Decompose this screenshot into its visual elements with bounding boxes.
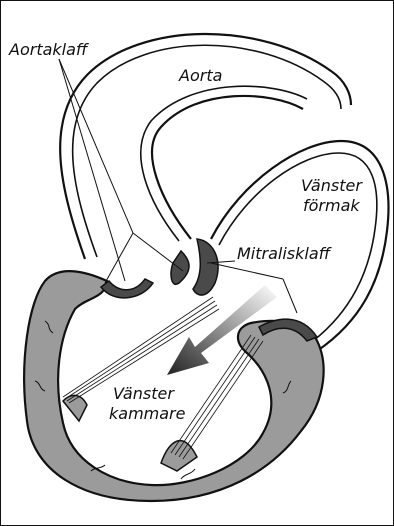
label-vanster-kammare-line1: Vänster xyxy=(113,385,174,403)
papillary-muscle-bottom xyxy=(161,441,197,471)
label-vanster-formak-line2: förmak xyxy=(303,197,360,215)
label-vanster-formak-line1: Vänster xyxy=(301,177,362,195)
aortic-valve-cusp-left xyxy=(101,279,153,298)
aorta-inner-wall xyxy=(152,96,303,239)
label-mitralisklaff: Mitralisklaff xyxy=(237,245,330,263)
label-aortaklaff: Aortaklaff xyxy=(9,41,87,59)
label-vanster-kammare-line2: kammare xyxy=(109,405,185,423)
aortic-valve-wall xyxy=(193,239,218,295)
label-aorta: Aorta xyxy=(179,67,222,85)
aortic-valve-cusp-right xyxy=(171,251,189,284)
